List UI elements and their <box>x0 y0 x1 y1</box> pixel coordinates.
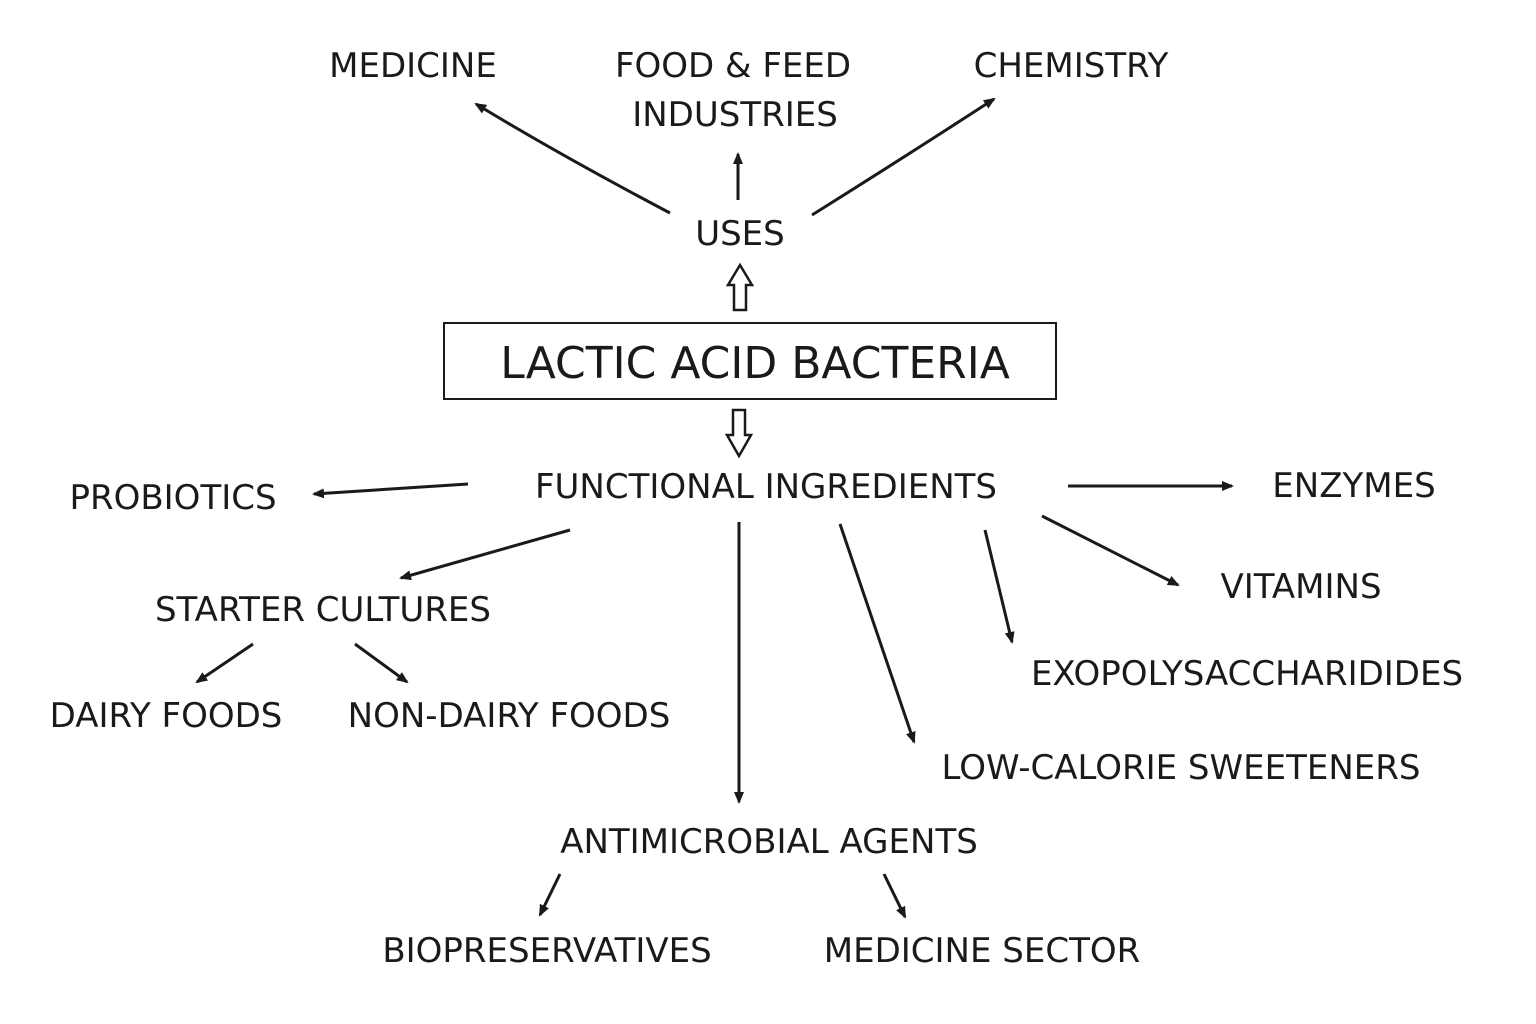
arrow-uses-chemistry <box>811 97 996 217</box>
hollow-down-arrow-icon <box>724 408 754 459</box>
node-industries: INDUSTRIES <box>632 95 838 135</box>
node-vitamins: VITAMINS <box>1220 567 1381 607</box>
node-dairy-foods: DAIRY FOODS <box>50 696 283 736</box>
node-low-calorie-sweeteners: LOW-CALORIE SWEETENERS <box>942 748 1421 788</box>
arrow-uses-medicine <box>474 102 671 215</box>
arrow-starter-non-dairy <box>354 642 409 684</box>
hollow-up-arrow-icon <box>725 262 755 312</box>
node-probiotics: PROBIOTICS <box>69 478 276 518</box>
node-medicine-sector: MEDICINE SECTOR <box>824 931 1140 971</box>
arrow-fi-low-calorie <box>838 523 916 744</box>
node-uses: USES <box>695 214 785 254</box>
arrow-fi-exopolysaccharides <box>983 529 1015 644</box>
node-food-feed: FOOD & FEED <box>615 46 851 86</box>
node-medicine: MEDICINE <box>329 46 497 86</box>
arrow-fi-starter <box>399 528 571 581</box>
node-starter-cultures: STARTER CULTURES <box>155 590 491 630</box>
central-box <box>443 322 1057 400</box>
node-antimicrobial-agents: ANTIMICROBIAL AGENTS <box>560 822 978 862</box>
node-functional-ingredients: FUNCTIONAL INGREDIENTS <box>535 467 997 507</box>
node-enzymes: ENZYMES <box>1272 466 1435 506</box>
arrow-fi-vitamins <box>1041 514 1180 587</box>
node-chemistry: CHEMISTRY <box>974 46 1169 86</box>
arrow-starter-dairy <box>195 642 254 684</box>
node-non-dairy-foods: NON-DAIRY FOODS <box>348 696 671 736</box>
arrow-antimicrobial-medicine-sector <box>882 873 907 919</box>
node-exopolysaccharides: EXOPOLYSACCHARIDIDES <box>1031 654 1463 694</box>
central-title: LACTIC ACID BACTERIA <box>500 338 1010 389</box>
node-biopreservatives: BIOPRESERVATIVES <box>382 931 711 971</box>
arrow-antimicrobial-biopreservatives <box>538 873 562 917</box>
arrow-fi-probiotics <box>312 482 469 499</box>
